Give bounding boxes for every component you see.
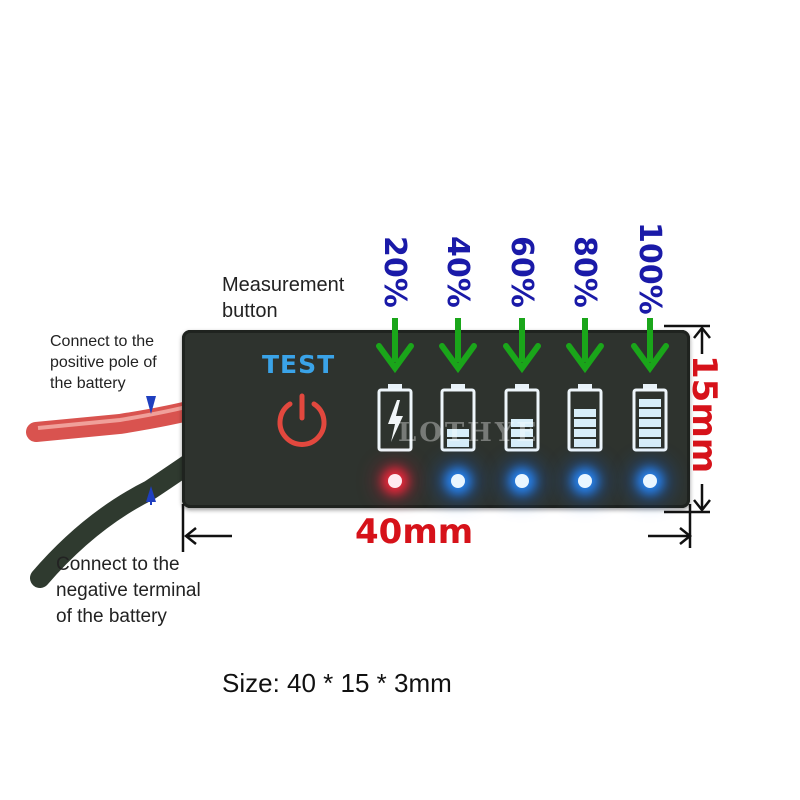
battery-bar: [511, 419, 533, 427]
pointer-arrow-positive: [146, 396, 156, 414]
pointer-arrow-negative: [146, 486, 156, 502]
battery-bar: [511, 439, 533, 447]
indicator-board: [182, 330, 690, 508]
green-arrow-head: [566, 343, 604, 374]
led-blue: [515, 474, 529, 488]
battery-bar: [639, 439, 661, 447]
green-arrow-head: [631, 343, 669, 374]
battery-bar: [574, 429, 596, 437]
led-red: [388, 474, 402, 488]
battery-icon: [377, 384, 413, 452]
green-arrow-head: [376, 343, 414, 374]
battery-icon: [440, 384, 476, 452]
battery-bar: [574, 409, 596, 417]
positive-pole-label: Connect to the positive pole of the batt…: [50, 333, 157, 392]
battery-icon: [504, 384, 540, 452]
measurement-button-label: Measurement button: [222, 274, 345, 322]
watermark-logo: LOTHYE: [398, 418, 540, 448]
negative-terminal-label: Connect to the negative terminal of the …: [56, 554, 201, 627]
height-dimension-label: 15mm: [684, 355, 724, 474]
width-dimension-label: 40mm: [355, 512, 474, 552]
battery-icon: [567, 384, 603, 452]
battery-bar: [574, 419, 596, 427]
green-arrow-head: [503, 343, 541, 374]
battery-bar: [447, 439, 469, 447]
battery-icon: [632, 384, 668, 452]
charging-bolt-icon: [388, 400, 403, 442]
battery-bar: [639, 419, 661, 427]
battery-bar: [639, 429, 661, 437]
battery-bar: [511, 429, 533, 437]
led-blue: [578, 474, 592, 488]
battery-bar: [447, 429, 469, 437]
power-icon: [277, 401, 327, 447]
green-arrow-head: [439, 343, 477, 374]
led-blue: [643, 474, 657, 488]
battery-bar: [574, 439, 596, 447]
power-button[interactable]: [270, 388, 334, 452]
test-label: TEST: [262, 350, 336, 379]
size-label: Size: 40 * 15 * 3mm: [222, 668, 452, 698]
led-blue: [451, 474, 465, 488]
battery-bar: [639, 409, 661, 417]
battery-bar: [639, 399, 661, 407]
